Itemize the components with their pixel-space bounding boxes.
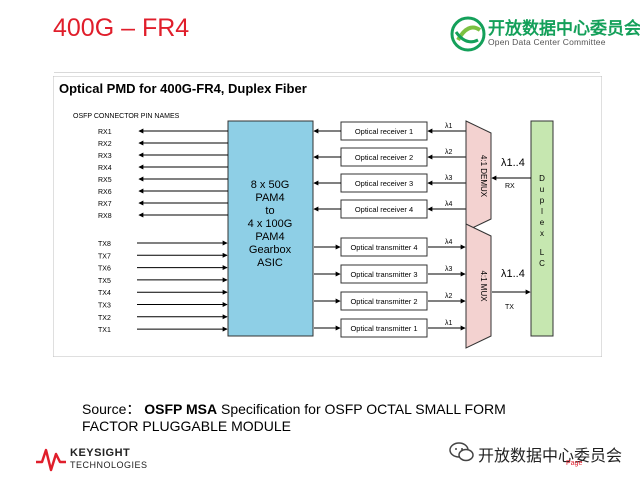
rx-pin-label: RX8 [98, 213, 112, 220]
odcc-name-cn: 开放数据中心委员会 [488, 19, 640, 38]
duplex-lc-char: L [540, 248, 545, 257]
tx-pin-label: TX3 [98, 303, 111, 310]
rx-pin-label: RX1 [98, 129, 112, 136]
mux-block [465, 223, 492, 349]
connector-header: OSFP CONNECTOR PIN NAMES [73, 113, 180, 120]
rx-pin-label: RX3 [98, 153, 112, 160]
duplex-lc-char: e [540, 218, 545, 227]
keysight-wave-icon [36, 448, 66, 472]
receiver-lambda-label: λ1 [445, 123, 453, 130]
odcc-name-en: Open Data Center Committee [488, 37, 606, 47]
optical-transmitter-label: Optical transmitter 3 [350, 270, 417, 279]
tx-pin-label: TX5 [98, 278, 111, 285]
pmd-block-diagram: Optical PMD for 400G-FR4, Duplex Fiber O… [53, 76, 602, 357]
optical-receiver-label: Optical receiver 1 [355, 127, 413, 136]
duplex-lc-char: l [541, 207, 543, 216]
duplex-lc-block [530, 120, 554, 337]
asic-text-line: 4 x 100G [248, 218, 293, 230]
rx-pin-label: RX7 [98, 201, 112, 208]
source-line-2: FACTOR PLUGGABLE MODULE [82, 418, 292, 434]
mux-label: 4:1 MUX [479, 270, 488, 302]
tx-pin-label: TX1 [98, 327, 111, 334]
duplex-lc-char: p [540, 196, 545, 205]
wechat-account-name: 开放数据中心委员会 [478, 448, 623, 465]
optical-transmitter-label: Optical transmitter 1 [350, 324, 417, 333]
rx-label: RX [505, 183, 515, 190]
optical-transmitter-label: Optical transmitter 4 [350, 243, 417, 252]
keysight-name: KEYSIGHT [70, 447, 131, 459]
tx-pin-label: TX6 [98, 266, 111, 273]
tx-pin-label: TX8 [98, 241, 111, 248]
rx-pin-label: RX4 [98, 165, 112, 172]
optical-receiver-label: Optical receiver 2 [355, 153, 413, 162]
duplex-lc-char: u [540, 185, 544, 194]
demux-block [465, 120, 492, 232]
wechat-icon [449, 442, 474, 462]
optical-transmitter-label: Optical transmitter 2 [350, 297, 417, 306]
odcc-logo [450, 16, 486, 52]
optical-transmitter-block [340, 264, 428, 284]
tx-pin-label: TX7 [98, 253, 111, 260]
rx-pin-label: RX5 [98, 177, 112, 184]
gearbox-asic-block [227, 120, 314, 337]
transmitter-lambda-label: λ2 [445, 293, 453, 300]
asic-text-line: Gearbox [249, 244, 292, 256]
receiver-lambda-label: λ2 [445, 149, 453, 156]
tx-pin-label: TX2 [98, 315, 111, 322]
tx-fiber-label: λ1..4 [501, 268, 525, 280]
page-label: Page [566, 460, 583, 467]
asic-text-line: ASIC [257, 257, 283, 269]
keysight-sub: TECHNOLOGIES [70, 460, 148, 470]
tx-label: TX [505, 304, 514, 311]
rx-pin-label: RX2 [98, 141, 112, 148]
optical-receiver-label: Optical receiver 3 [355, 179, 413, 188]
optical-receiver-label: Optical receiver 4 [355, 205, 413, 214]
odcc-globe-icon [450, 16, 486, 52]
demux-label: 4:1 DEMUX [479, 155, 488, 198]
source-rest: Specification for OSFP OCTAL SMALL FORM [221, 401, 506, 417]
source-line-1: Source： OSFP MSA Specification for OSFP … [82, 399, 506, 419]
asic-text-line: 8 x 50G [251, 179, 290, 191]
transmitter-lambda-label: λ4 [445, 239, 453, 246]
asic-text-line: PAM4 [255, 231, 284, 243]
diagram-title: Optical PMD for 400G-FR4, Duplex Fiber [59, 81, 307, 96]
asic-text-line: to [265, 205, 274, 217]
source-prefix: Source： [82, 401, 141, 417]
transmitter-lambda-label: λ3 [445, 266, 453, 273]
keysight-logo [36, 448, 66, 472]
optical-transmitter-block [340, 291, 428, 311]
duplex-lc-char: x [540, 229, 544, 238]
rx-pin-label: RX6 [98, 189, 112, 196]
duplex-lc-char: D [539, 174, 545, 183]
asic-text-line: PAM4 [255, 192, 284, 204]
source-bold: OSFP MSA [144, 401, 218, 417]
optical-transmitter-block [340, 237, 428, 257]
rx-fiber-label: λ1..4 [501, 157, 525, 169]
tx-pin-label: TX4 [98, 290, 111, 297]
receiver-lambda-label: λ4 [445, 201, 453, 208]
receiver-lambda-label: λ3 [445, 175, 453, 182]
optical-transmitter-block [340, 318, 428, 338]
slide-title: 400G – FR4 [53, 14, 190, 42]
duplex-lc-char: C [539, 259, 545, 268]
title-divider [54, 72, 600, 73]
transmitter-lambda-label: λ1 [445, 320, 453, 327]
